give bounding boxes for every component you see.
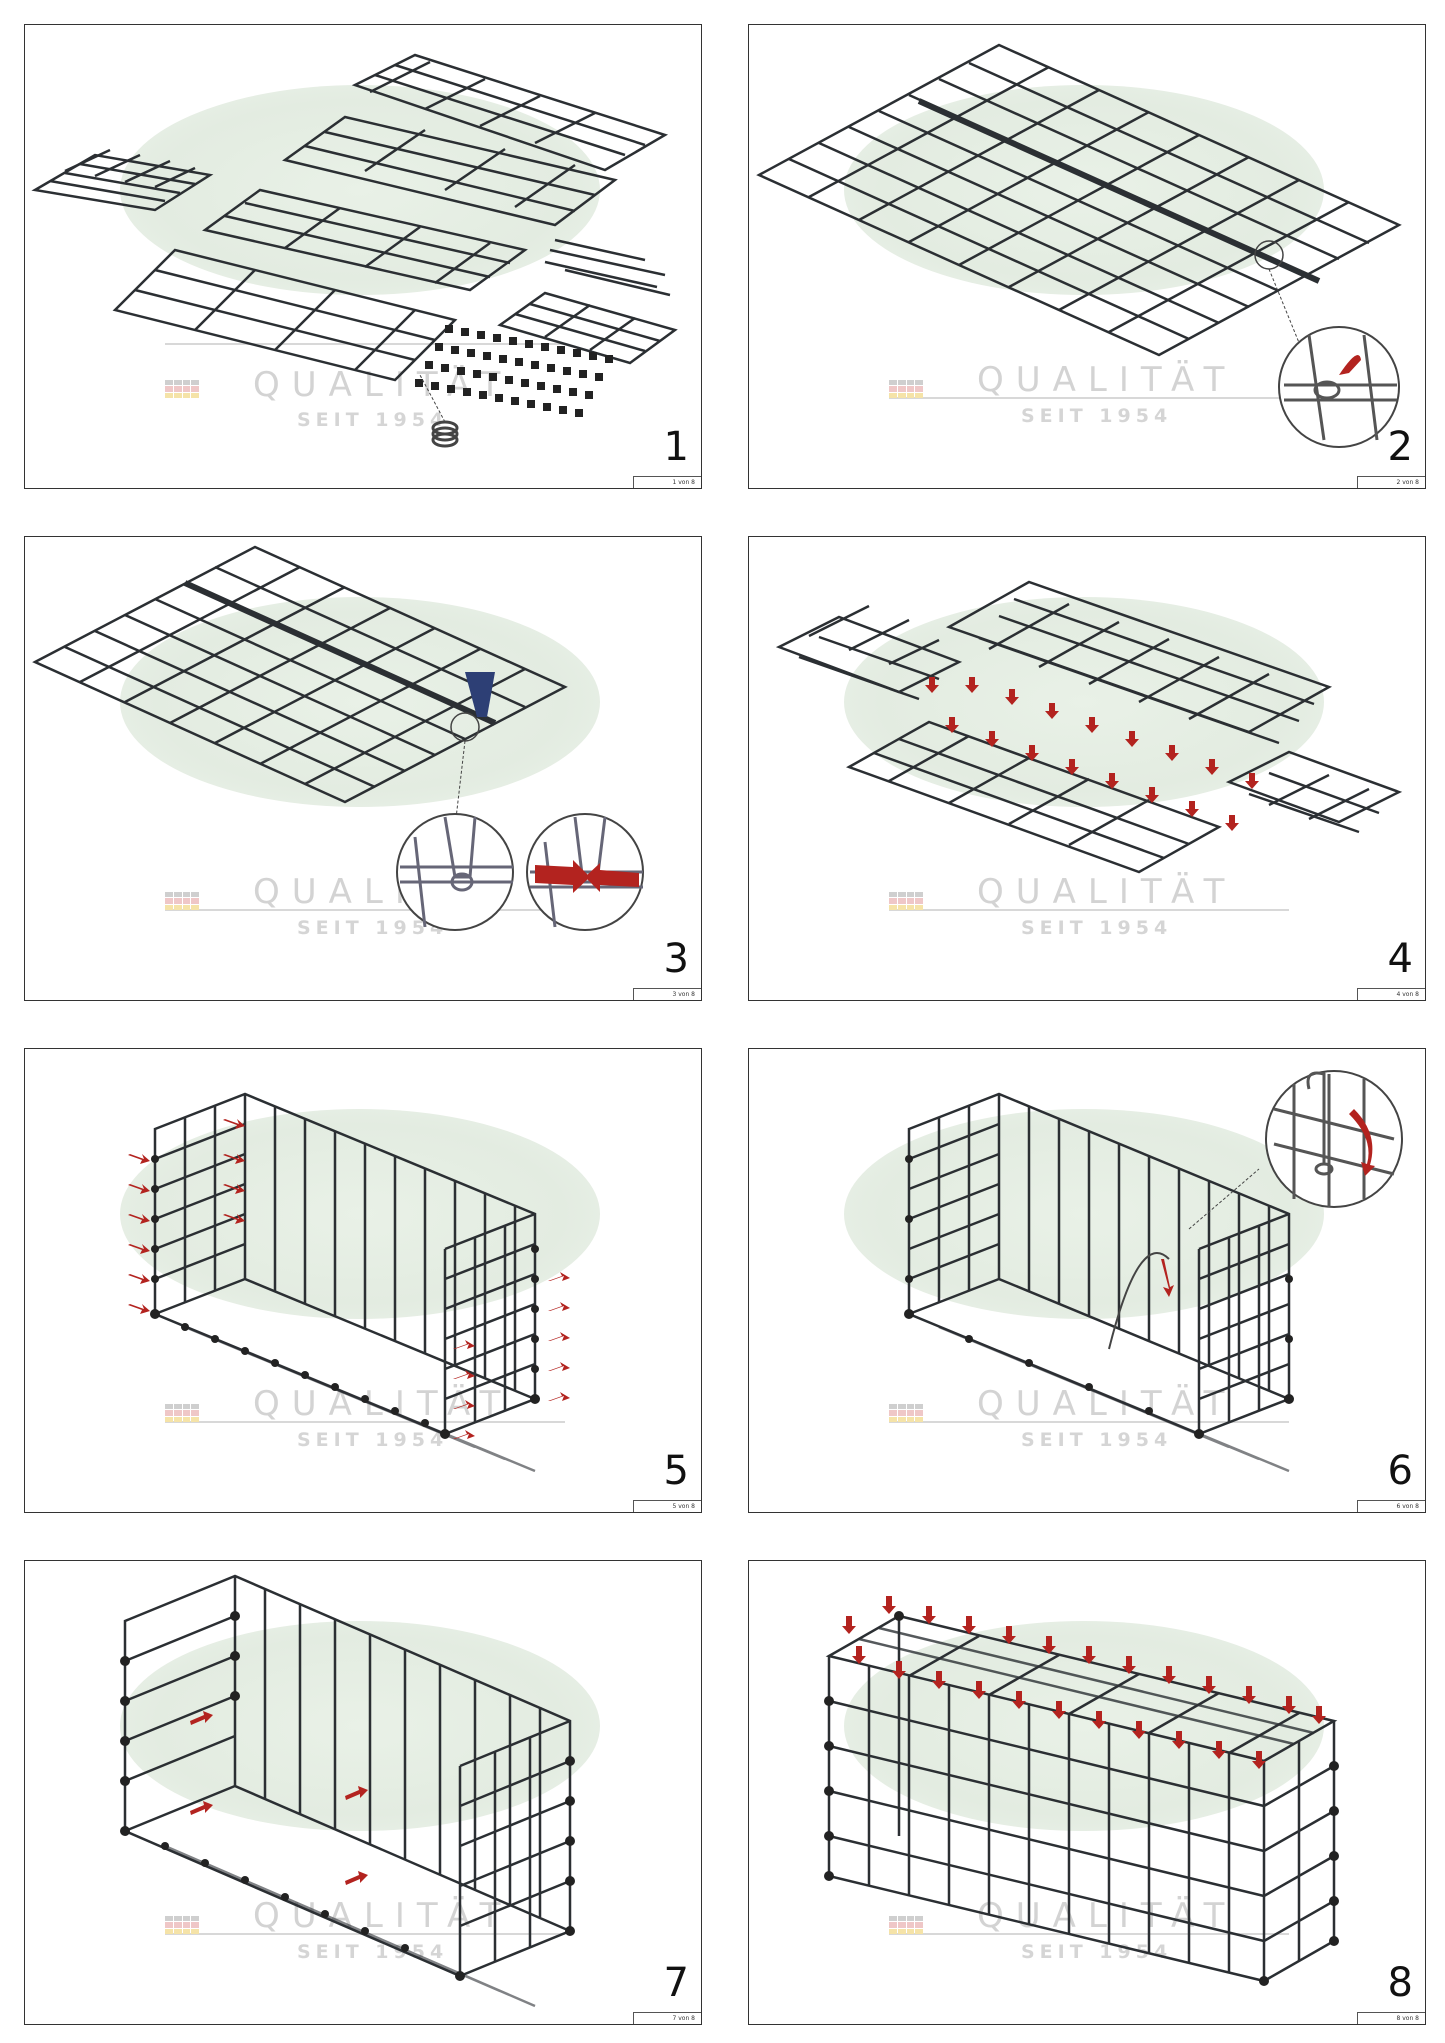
page-indicator: 8 von 8 bbox=[1357, 2012, 1425, 2024]
watermark-since: SEIT 1954 bbox=[1021, 917, 1173, 939]
watermark-since: SEIT 1954 bbox=[297, 1429, 449, 1451]
watermark-since: SEIT 1954 bbox=[1021, 1941, 1173, 1963]
instruction-panel-2: QUALITÄT SEIT 1954 2 2 von 8 bbox=[748, 24, 1426, 489]
flag-icon bbox=[889, 892, 923, 910]
step-number: 5 bbox=[663, 1448, 689, 1494]
flag-icon bbox=[889, 380, 923, 398]
flag-icon bbox=[165, 892, 199, 910]
step-number: 3 bbox=[663, 936, 689, 982]
instruction-panel-6: QUALITÄT SEIT 1954 6 6 von 8 bbox=[748, 1048, 1426, 1513]
joined-mesh-illustration bbox=[756, 43, 1402, 448]
watermark-brand: QUALITÄT bbox=[977, 1384, 1237, 1424]
divider-panels-illustration bbox=[120, 1574, 575, 2008]
page-indicator: 7 von 8 bbox=[633, 2012, 701, 2024]
page-indicator: 5 von 8 bbox=[633, 1500, 701, 1512]
watermark-line bbox=[889, 1421, 1289, 1423]
instruction-panel-4: QUALITÄT SEIT 1954 bbox=[748, 536, 1426, 1001]
watermark-line bbox=[889, 397, 1289, 399]
flag-icon bbox=[889, 1916, 923, 1934]
page-indicator: 4 von 8 bbox=[1357, 988, 1425, 1000]
side-panels-illustration bbox=[775, 580, 1403, 874]
lid-closing-illustration bbox=[824, 1596, 1339, 1986]
flag-icon bbox=[165, 380, 199, 398]
instruction-panel-1: QUALITÄT SEIT 1954 1 1 vo bbox=[24, 24, 702, 489]
page-indicator: 6 von 8 bbox=[1357, 1500, 1425, 1512]
flag-icon bbox=[889, 1404, 923, 1422]
flag-icon bbox=[165, 1404, 199, 1422]
watermark-line bbox=[889, 909, 1289, 911]
pliers-closing-illustration bbox=[32, 545, 644, 931]
instruction-panel-7: QUALITÄT SEIT 1954 7 7 von 8 bbox=[24, 1560, 702, 2025]
page-indicator: 3 von 8 bbox=[633, 988, 701, 1000]
watermark-since: SEIT 1954 bbox=[297, 409, 449, 431]
instruction-panel-3: QUALITÄT SEIT 1954 3 3 von 8 bbox=[24, 536, 702, 1001]
watermark-line bbox=[889, 1933, 1289, 1935]
step-number: 4 bbox=[1387, 936, 1413, 982]
step-number: 2 bbox=[1387, 424, 1413, 470]
watermark-brand: QUALITÄT bbox=[977, 360, 1237, 400]
spiral-insert-illustration bbox=[904, 1070, 1403, 1473]
watermark-oval bbox=[120, 1109, 600, 1319]
watermark-brand: QUALITÄT bbox=[253, 1384, 513, 1424]
watermark-since: SEIT 1954 bbox=[297, 917, 449, 939]
gabion-walls-illustration bbox=[128, 1092, 570, 1473]
instruction-panel-5: QUALITÄT SEIT 1954 bbox=[24, 1048, 702, 1513]
watermark-line bbox=[165, 1421, 565, 1423]
step-number: 8 bbox=[1387, 1960, 1413, 2006]
watermark-line bbox=[165, 343, 565, 345]
watermark-brand: QUALITÄT bbox=[977, 872, 1237, 912]
watermark-line bbox=[165, 909, 565, 911]
page-indicator: 1 von 8 bbox=[633, 476, 701, 488]
mesh-panels-illustration bbox=[31, 53, 678, 448]
instruction-panel-8: QUALITÄT SEIT 1954 bbox=[748, 1560, 1426, 2025]
page-indicator: 2 von 8 bbox=[1357, 476, 1425, 488]
step-number: 1 bbox=[663, 424, 689, 470]
watermark-since: SEIT 1954 bbox=[1021, 1429, 1173, 1451]
watermark-since: SEIT 1954 bbox=[1021, 405, 1173, 427]
step-number: 7 bbox=[663, 1960, 689, 2006]
flag-icon bbox=[165, 1916, 199, 1934]
step-number: 6 bbox=[1387, 1448, 1413, 1494]
